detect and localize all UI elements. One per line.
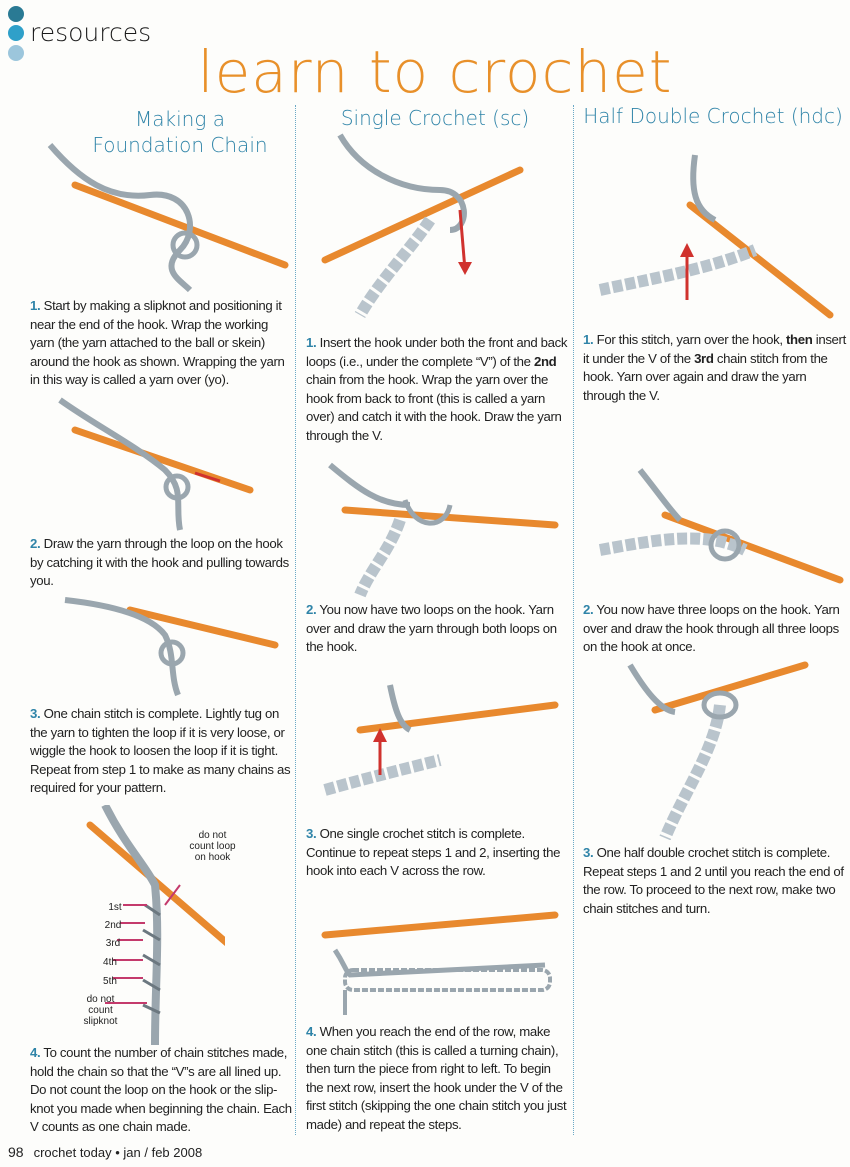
- heading-line: Foundation Chain: [92, 133, 268, 157]
- step-text: Insert the hook under both the front and…: [306, 335, 568, 369]
- heading-line: Making a: [135, 107, 225, 131]
- foundation-step-3: 3. One chain stitch is complete. Lightly…: [30, 705, 292, 798]
- step-number: 2.: [30, 536, 41, 551]
- step-text-bold: then: [786, 332, 813, 347]
- heading-single-crochet: Single Crochet (sc): [340, 106, 530, 130]
- sc-step-3: 3. One single crochet stitch is complete…: [306, 825, 568, 881]
- step-text: One chain stitch is complete. Lightly tu…: [30, 706, 291, 796]
- page-number: 98: [8, 1144, 24, 1160]
- hdc-step-2: 2. You now have three loops on the hook.…: [583, 601, 847, 657]
- step-text: For this stitch, yarn over the hook,: [596, 332, 786, 347]
- illustration-sc-step2: [328, 462, 559, 598]
- foundation-step-1: 1. Start by making a slipknot and positi…: [30, 297, 292, 390]
- column-divider: [295, 105, 296, 1135]
- label-2nd: 2nd: [104, 920, 122, 931]
- illustration-sc-step4: [321, 911, 559, 1015]
- section-label: resources: [30, 18, 152, 47]
- foundation-step-2: 2. Draw the yarn through the loop on the…: [30, 535, 292, 591]
- sc-step-4: 4. When you reach the end of the row, ma…: [306, 1023, 568, 1135]
- step-text-bold: 2nd: [533, 353, 557, 369]
- heading-half-double-crochet: Half Double Crochet (hdc): [583, 104, 843, 128]
- illustration-sc-step1: [321, 133, 524, 318]
- decorative-dot: [8, 6, 24, 22]
- step-text: To count the number of chain stitches ma…: [30, 1045, 292, 1135]
- step-text: You now have two loops on the hook. Yarn…: [306, 602, 557, 655]
- column-divider: [573, 105, 574, 1135]
- step-number: 3.: [583, 845, 594, 860]
- label-1st: 1st: [108, 902, 122, 913]
- step-text: One half double crochet stitch is comple…: [583, 845, 844, 916]
- page-title: learn to crochet: [197, 38, 673, 106]
- illustration-hdc-step1: [598, 154, 834, 319]
- step-text-bold: 3rd: [694, 350, 714, 366]
- label-do-not-count-loop: do not count loop on hook: [189, 830, 236, 863]
- foundation-step-4: 4. To count the number of chain stitches…: [30, 1044, 292, 1137]
- illustration-sc-step3: [323, 684, 559, 796]
- step-number: 1.: [306, 335, 317, 350]
- step-text: One single crochet stitch is complete. C…: [306, 826, 561, 879]
- label-do-not-count-slipknot: do not count slipknot: [83, 994, 118, 1027]
- illustration-chain-count: [86, 805, 225, 1045]
- heading-foundation-chain: Making a Foundation Chain: [60, 106, 300, 158]
- sc-step-1: 1. Insert the hook under both the front …: [306, 334, 568, 446]
- hdc-step-1: 1. For this stitch, yarn over the hook, …: [583, 331, 847, 405]
- step-number: 1.: [583, 332, 594, 347]
- illustration-hdc-step3: [627, 661, 809, 840]
- illustration-foundation-step3: [64, 597, 279, 697]
- step-text: insert it under the V of the: [583, 332, 846, 366]
- label-5th: 5th: [103, 976, 117, 987]
- decorative-dot: [8, 45, 24, 61]
- step-number: 1.: [30, 298, 41, 313]
- step-number: 4.: [306, 1024, 317, 1039]
- step-number: 4.: [30, 1045, 41, 1060]
- footer-text: crochet today • jan / feb 2008: [33, 1145, 203, 1160]
- step-text: chain stitch from the hook. Yarn over ag…: [583, 350, 828, 403]
- step-text: You now have three loops on the hook. Ya…: [583, 602, 840, 655]
- illustration-foundation-step2: [58, 397, 254, 531]
- page-footer: 98 crochet today • jan / feb 2008: [8, 1144, 202, 1160]
- step-number: 3.: [30, 706, 41, 721]
- step-text: When you reach the end of the row, make …: [306, 1024, 567, 1132]
- label-4th: 4th: [103, 957, 117, 968]
- sc-step-2: 2. You now have two loops on the hook. Y…: [306, 601, 568, 657]
- step-text: Draw the yarn through the loop on the ho…: [30, 536, 289, 589]
- illustration-hdc-step2: [598, 468, 844, 584]
- hdc-step-3: 3. One half double crochet stitch is com…: [583, 844, 847, 918]
- step-number: 2.: [306, 602, 317, 617]
- illustration-foundation-step1: [47, 143, 289, 293]
- step-number: 2.: [583, 602, 594, 617]
- decorative-dot: [8, 25, 24, 41]
- step-text: chain from the hook. Wrap the yarn over …: [306, 372, 562, 443]
- step-text: Start by making a slipknot and positioni…: [30, 298, 285, 388]
- label-3rd: 3rd: [105, 938, 121, 949]
- step-number: 3.: [306, 826, 317, 841]
